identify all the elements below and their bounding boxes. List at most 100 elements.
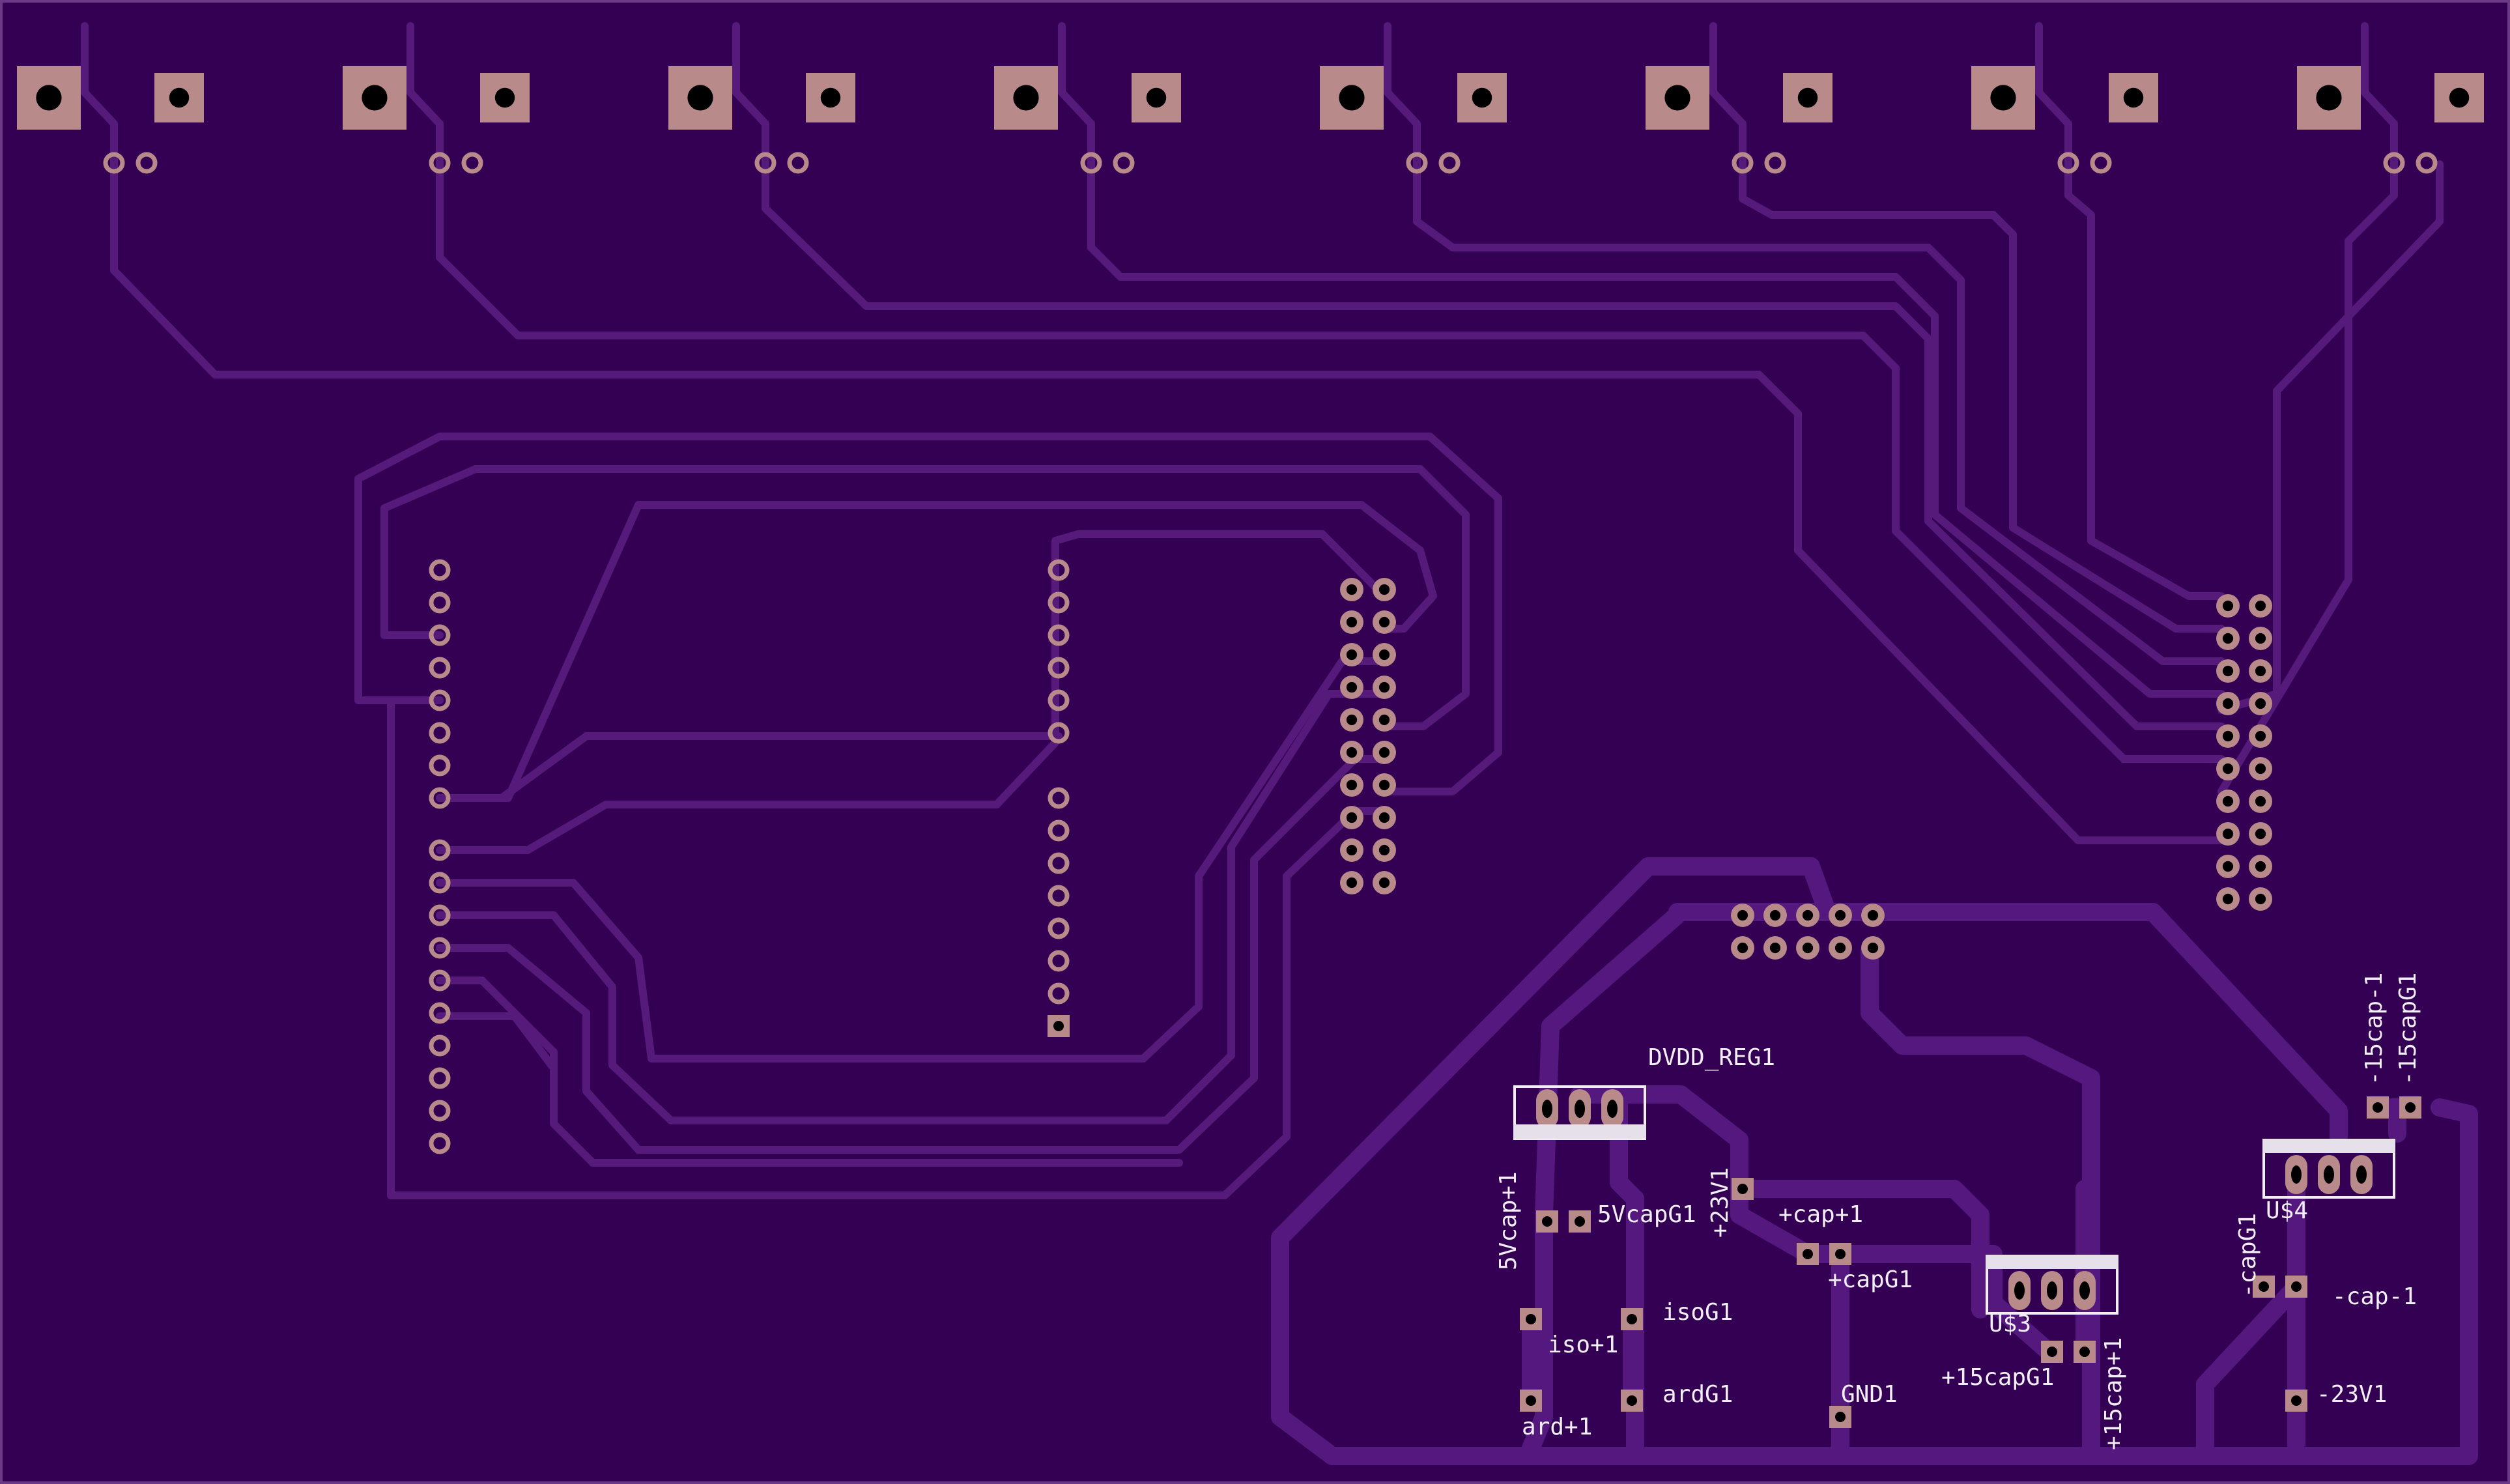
header-2x10-pin-hole <box>2222 665 2234 677</box>
header-pin <box>429 872 451 894</box>
terminal-pad-hole <box>1797 87 1818 108</box>
label-dvdd-reg1: DVDD_REG1 <box>1648 1044 1775 1071</box>
header-2x10-pin-hole <box>1346 649 1358 661</box>
test-pad-hole <box>2373 1102 2383 1113</box>
header-pin <box>429 624 451 646</box>
header-pin <box>429 657 451 679</box>
trace <box>1087 160 2225 698</box>
trace <box>436 977 1183 1167</box>
header-pin <box>1048 657 1070 679</box>
label-capg1: +capG1 <box>1828 1266 1913 1293</box>
header-2x5-pin-hole <box>1802 942 1814 954</box>
header-pin <box>1048 624 1070 646</box>
via <box>1406 152 1428 174</box>
label-plus15capg1: +15capG1 <box>1941 1364 2054 1391</box>
header-2x10-pin-hole <box>2222 763 2234 775</box>
test-pad-hole <box>1542 1216 1552 1227</box>
trace <box>1739 160 2225 633</box>
header-pin <box>429 904 451 926</box>
header-2x10-pin-hole <box>2255 698 2266 709</box>
label-5vcapg1: 5VcapG1 <box>1597 1201 1696 1228</box>
test-pad-hole <box>2405 1102 2416 1113</box>
trace <box>2196 1177 2305 1465</box>
via <box>787 152 809 174</box>
terminal-pad-hole <box>2449 87 2470 108</box>
header-2x10-pin-hole <box>2255 633 2266 644</box>
test-pad-hole <box>1627 1395 1637 1406</box>
header-2x5-pin-hole <box>1737 942 1748 954</box>
header-2x10-pin-hole <box>1346 616 1358 628</box>
label-minus-cap-minus-1: -cap-1 <box>2332 1283 2417 1310</box>
header-2x10-pin-hole <box>2255 665 2266 677</box>
header-2x5-pin-hole <box>1867 909 1879 921</box>
silkscreen-labels: DVDD_REG1 5Vcap+1 5VcapG1 +23V1 +cap+1 +… <box>1495 973 2421 1450</box>
terminal-pad-hole <box>1146 87 1167 108</box>
terminal-pad-hole <box>362 85 388 111</box>
header-pin <box>1048 950 1070 972</box>
header-pin <box>1048 820 1070 842</box>
trace <box>1058 22 1095 168</box>
label-plus15cap-plus-1: +15cap+1 <box>2100 1337 2127 1450</box>
terminal-pad-hole <box>687 85 713 111</box>
trace <box>2035 22 2072 168</box>
header-2x10-pin-hole <box>1378 616 1390 628</box>
signal-traces <box>81 22 2444 1199</box>
via <box>1438 152 1461 174</box>
trace <box>81 22 118 168</box>
via <box>2057 152 2079 174</box>
test-pad-hole <box>1835 1249 1846 1259</box>
test-pad-hole <box>2079 1347 2090 1357</box>
header-2x10-pin-hole <box>1378 681 1390 693</box>
header-2x5-pin-hole <box>1769 942 1781 954</box>
terminal-pad-hole <box>1664 85 1690 111</box>
header-pin <box>1048 689 1070 711</box>
header-2x5-pin-hole <box>1802 909 1814 921</box>
header-2x5-pin-hole <box>1737 909 1748 921</box>
test-pad-hole <box>2291 1395 2302 1406</box>
trace <box>436 657 1388 1063</box>
test-pad-hole <box>1526 1395 1536 1406</box>
via <box>2416 152 2438 174</box>
header-2x5-pin-hole <box>1834 909 1846 921</box>
test-pad-hole <box>2291 1281 2302 1292</box>
header-pin <box>429 559 451 581</box>
label-5vcap-1: 5Vcap+1 <box>1495 1171 1522 1270</box>
label-ard-plus-1: ard+1 <box>1522 1414 1592 1440</box>
trace <box>1668 903 2348 1146</box>
u4-pin-hole <box>2356 1165 2367 1184</box>
trace <box>436 1012 558 1072</box>
terminal-pad-hole <box>2123 87 2144 108</box>
trace <box>354 433 1502 795</box>
label-ardg1: ardG1 <box>1662 1381 1733 1408</box>
header-2x10-pin-hole <box>1378 877 1390 889</box>
header-pin <box>429 1035 451 1057</box>
test-pad-hole <box>1835 1412 1846 1422</box>
trace <box>436 732 1062 802</box>
via <box>1113 152 1135 174</box>
trace <box>762 160 2225 730</box>
trace <box>2064 160 2225 600</box>
label-u4: U$4 <box>2266 1197 2308 1224</box>
u3-pin-hole <box>2079 1281 2090 1300</box>
header-2x10-pin-hole <box>2222 600 2234 612</box>
header-pin <box>429 754 451 777</box>
label-gnd1: GND1 <box>1841 1381 1898 1408</box>
header-2x10-pin-hole <box>2255 828 2266 840</box>
header-pin <box>1048 982 1070 1005</box>
silkscreen-outlines <box>1513 1085 2395 1315</box>
u4-pin-hole <box>2324 1165 2334 1184</box>
label-minus15capg1: -15capG1 <box>2395 973 2421 1085</box>
u3-tab <box>1986 1255 2118 1269</box>
header-pin <box>1048 917 1070 939</box>
header-pin <box>1048 885 1070 907</box>
test-pad-hole <box>2259 1281 2269 1292</box>
label-minus15cap-minus-1: -15cap-1 <box>2361 973 2388 1085</box>
trace <box>380 465 1470 730</box>
u3-pin-hole <box>2014 1281 2025 1300</box>
trace <box>436 501 1437 802</box>
header-2x10-pin-hole <box>2222 730 2234 742</box>
trace <box>1384 22 1421 168</box>
header-2x10-pin-hole <box>1378 649 1390 661</box>
u4-tab <box>2262 1139 2395 1153</box>
trace <box>1861 942 2100 1465</box>
